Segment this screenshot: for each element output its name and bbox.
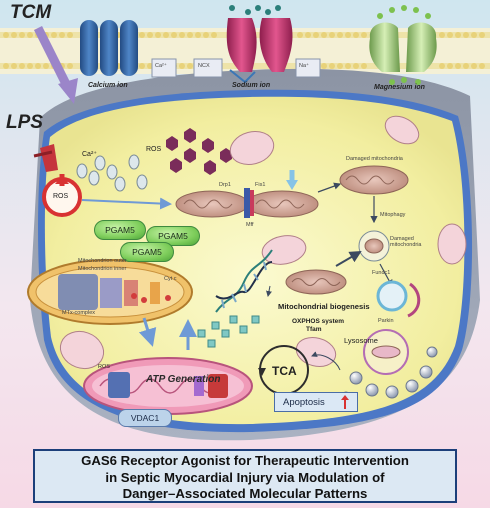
tfam-label: Tfam bbox=[306, 326, 322, 333]
lps-receptor bbox=[33, 144, 58, 172]
pgam5-pill-2: PGAM5 bbox=[146, 226, 200, 246]
damaged-mito-label-1: Damaged mitochondria bbox=[346, 156, 403, 162]
title-line-2: in Septic Myocardial Injury via Modulati… bbox=[105, 469, 385, 485]
tcm-arrow bbox=[33, 25, 73, 91]
ros-red-label: ROS bbox=[53, 193, 69, 200]
lysosome-label: Lysosome bbox=[344, 336, 378, 345]
magnesium-channel bbox=[369, 5, 437, 85]
calcium-ions bbox=[76, 154, 148, 192]
drp1-label: Drp1 bbox=[219, 182, 231, 188]
pgam5-pill-3: PGAM5 bbox=[120, 242, 174, 262]
parkin-label: Parkin bbox=[378, 318, 394, 324]
dna-helix bbox=[215, 249, 273, 313]
fundc1-label: Fundc1 bbox=[372, 270, 391, 276]
mito-outer-label: Mitochondrion outer bbox=[78, 258, 127, 264]
mito-biogenesis-label: Mitochondrial biogenesis bbox=[278, 302, 370, 311]
vdac1-badge: VDAC1 bbox=[118, 409, 172, 427]
magnesium-ion-label: Magnesium ion bbox=[374, 84, 425, 91]
apoptosis-box: Apoptosis bbox=[274, 392, 358, 412]
ca2-label: Ca²⁺ bbox=[82, 151, 97, 158]
title-line-1: GAS6 Receptor Agonist for Therapeutic In… bbox=[81, 453, 409, 468]
mff-label: Mff bbox=[246, 222, 254, 228]
oxphos-label: OXPHOS system bbox=[292, 318, 345, 325]
calcium-ion-label: Calcium ion bbox=[88, 82, 128, 89]
tca-label: TCA bbox=[272, 364, 297, 378]
ros-hexagons bbox=[166, 128, 232, 175]
mito-inner-label: Mitochondrion inner bbox=[78, 266, 127, 272]
cyt-c-label: Cyt c bbox=[164, 276, 177, 282]
mitophagy-label: Mitophagy bbox=[380, 212, 406, 218]
fis1-label: Fis1 bbox=[255, 182, 266, 188]
atp-mitochondrion bbox=[83, 357, 253, 415]
apoptosis-label: Apoptosis bbox=[283, 397, 325, 408]
ros-mito-label: ROS bbox=[98, 364, 110, 370]
sodium-channel bbox=[226, 5, 293, 72]
title-line-3: Danger–Associated Molecular Patterns bbox=[122, 486, 368, 501]
pgam5-pill-1: PGAM5 bbox=[94, 220, 146, 240]
fission-mitochondrion bbox=[175, 188, 319, 218]
tcm-label: TCM bbox=[10, 2, 52, 23]
na-channel-label: Na⁺ bbox=[299, 63, 309, 69]
damaged-mito-label-2: Damaged mitochondria bbox=[390, 236, 422, 248]
ncx-label: NCX bbox=[198, 63, 210, 69]
up-arrow-icon bbox=[341, 395, 349, 409]
atp-generation-label: ATP Generation bbox=[146, 374, 221, 385]
ros-top-label: ROS bbox=[146, 146, 162, 153]
sodium-ion-label: Sodium ion bbox=[232, 82, 271, 89]
mtx-complex-label: MTx-complex bbox=[62, 310, 96, 316]
title-box: GAS6 Receptor Agonist for Therapeutic In… bbox=[33, 449, 457, 503]
lysosome bbox=[363, 329, 409, 375]
ca-channel-label: Ca²⁺ bbox=[155, 63, 167, 69]
calcium-channel bbox=[80, 20, 138, 76]
lps-label: LPS bbox=[6, 112, 43, 133]
mitochondrion-left bbox=[27, 259, 193, 325]
